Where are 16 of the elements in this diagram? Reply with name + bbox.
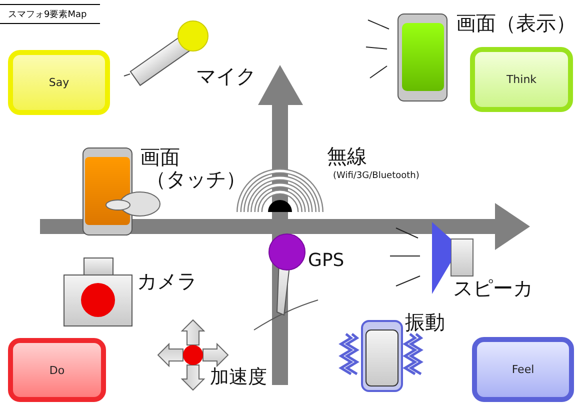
wireless-standards-label: (Wifi/3G/Bluetooth) [333,172,420,182]
category-box: Do [8,338,106,402]
accelerometer-label: 加速度 [210,367,267,388]
category-box: Think [470,47,573,112]
touch-label: （タッチ） [146,168,246,190]
category-box: Say [8,50,110,115]
display-label: 画面（表示） [456,12,576,34]
vibration-label: 振動 [405,311,445,333]
speaker-label: スピーカ [453,277,533,299]
title: スマフォ9要素Map [0,4,100,24]
touch-label: 画面 [140,146,180,168]
gps-label: GPS [308,251,344,271]
mic-label: マイク [196,65,256,87]
wireless-label: 無線 [327,145,367,167]
category-box: Feel [472,337,574,402]
camera-label: カメラ [137,270,197,292]
